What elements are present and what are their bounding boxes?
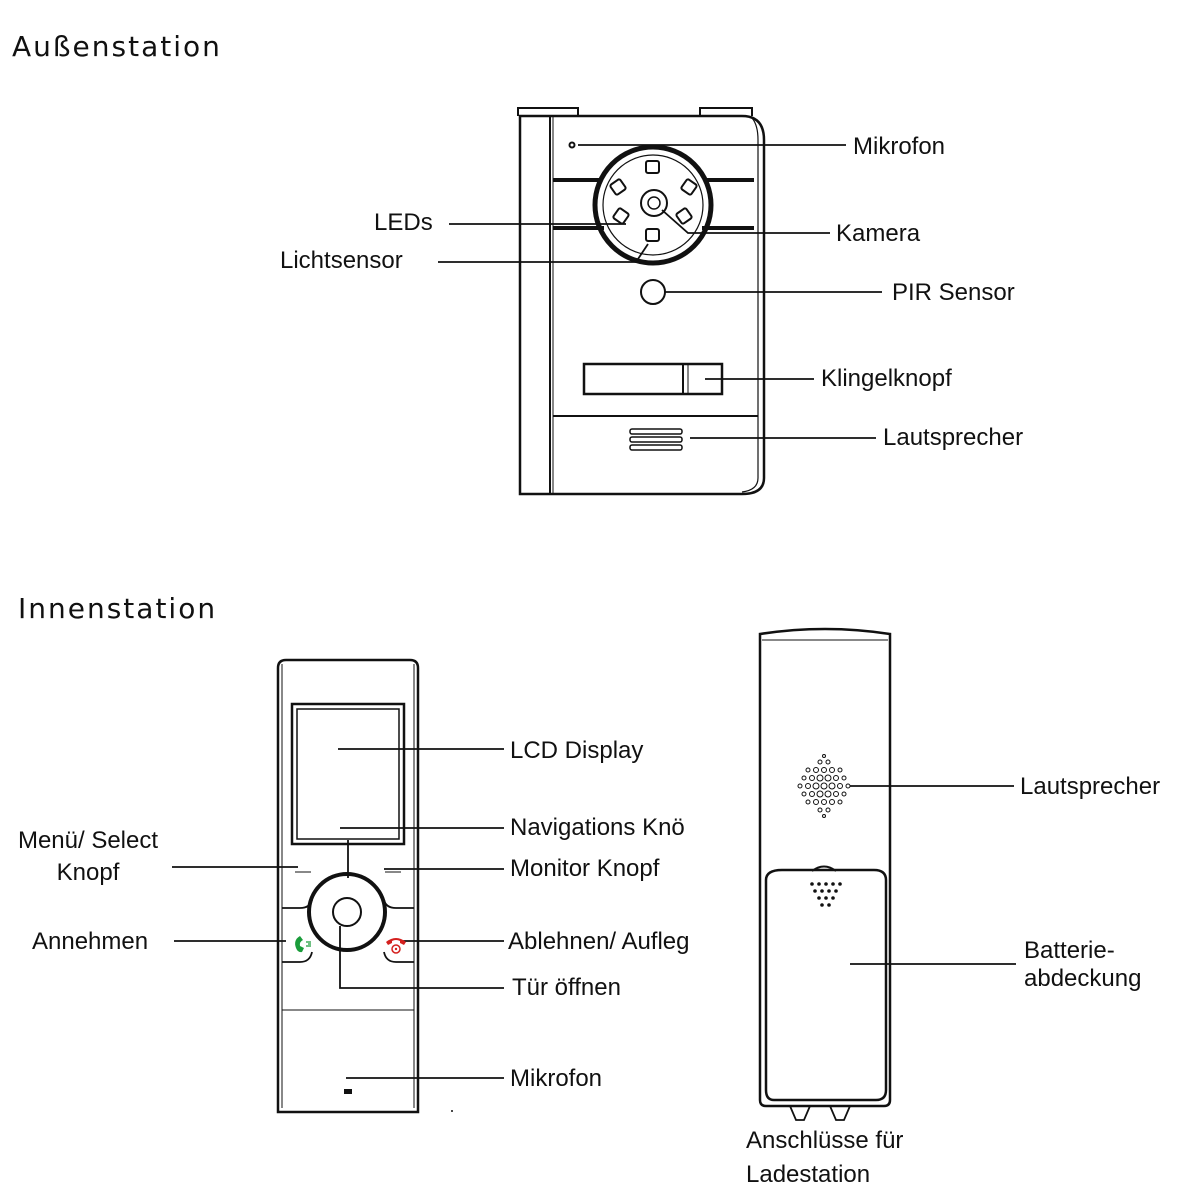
label-navigation-buttons: Navigations Knö bbox=[510, 814, 685, 841]
indoor-station-title: Innenstation bbox=[18, 592, 218, 625]
outdoor-pir-sensor bbox=[640, 279, 666, 305]
label-charging-contacts-line2: Ladestation bbox=[746, 1161, 871, 1188]
outdoor-speaker-grille bbox=[629, 428, 683, 451]
label-outdoor-microphone: Mikrofon bbox=[853, 133, 946, 160]
label-camera: Kamera bbox=[836, 220, 921, 247]
back-speaker-grille bbox=[797, 754, 851, 818]
label-leds: LEDs bbox=[374, 209, 433, 236]
label-menu-select-line1: Menü/ Select bbox=[17, 827, 159, 854]
label-menu-select-line2: Knopf bbox=[56, 859, 120, 886]
label-outdoor-speaker: Lautsprecher bbox=[883, 424, 1024, 451]
label-battery-cover-line2: abdeckung bbox=[1024, 965, 1142, 992]
outdoor-microphone-hole bbox=[568, 141, 576, 149]
outdoor-camera-assembly bbox=[592, 144, 714, 266]
label-back-speaker: Lautsprecher bbox=[1020, 773, 1161, 800]
label-answer: Annehmen bbox=[32, 928, 149, 955]
outdoor-station-title: Außenstation bbox=[12, 30, 222, 63]
label-pir-sensor: PIR Sensor bbox=[892, 279, 1015, 306]
hang-up-call-icon bbox=[386, 938, 406, 954]
label-indoor-microphone: Mikrofon bbox=[510, 1065, 603, 1092]
label-lcd-display: LCD Display bbox=[510, 737, 644, 764]
label-battery-cover-line1: Batterie- bbox=[1024, 937, 1115, 964]
answer-call-icon bbox=[295, 936, 311, 953]
label-reject-hangup: Ablehnen/ Aufleg bbox=[508, 928, 690, 955]
label-charging-contacts-line1: Anschlüsse für bbox=[746, 1127, 904, 1154]
label-bell-button: Klingelknopf bbox=[821, 365, 952, 392]
indoor-microphone-slot bbox=[344, 1089, 352, 1094]
indoor-handset-front bbox=[276, 658, 420, 1114]
battery-cover-dots bbox=[810, 882, 842, 907]
outdoor-station-drawing bbox=[517, 107, 766, 496]
indoor-handset-back bbox=[758, 627, 892, 1121]
label-light-sensor: Lichtsensor bbox=[280, 247, 403, 274]
label-open-door: Tür öffnen bbox=[512, 974, 621, 1001]
indoor-navigation-ring bbox=[307, 872, 387, 952]
outdoor-bell-button bbox=[582, 362, 724, 396]
label-monitor-button: Monitor Knopf bbox=[510, 855, 660, 882]
